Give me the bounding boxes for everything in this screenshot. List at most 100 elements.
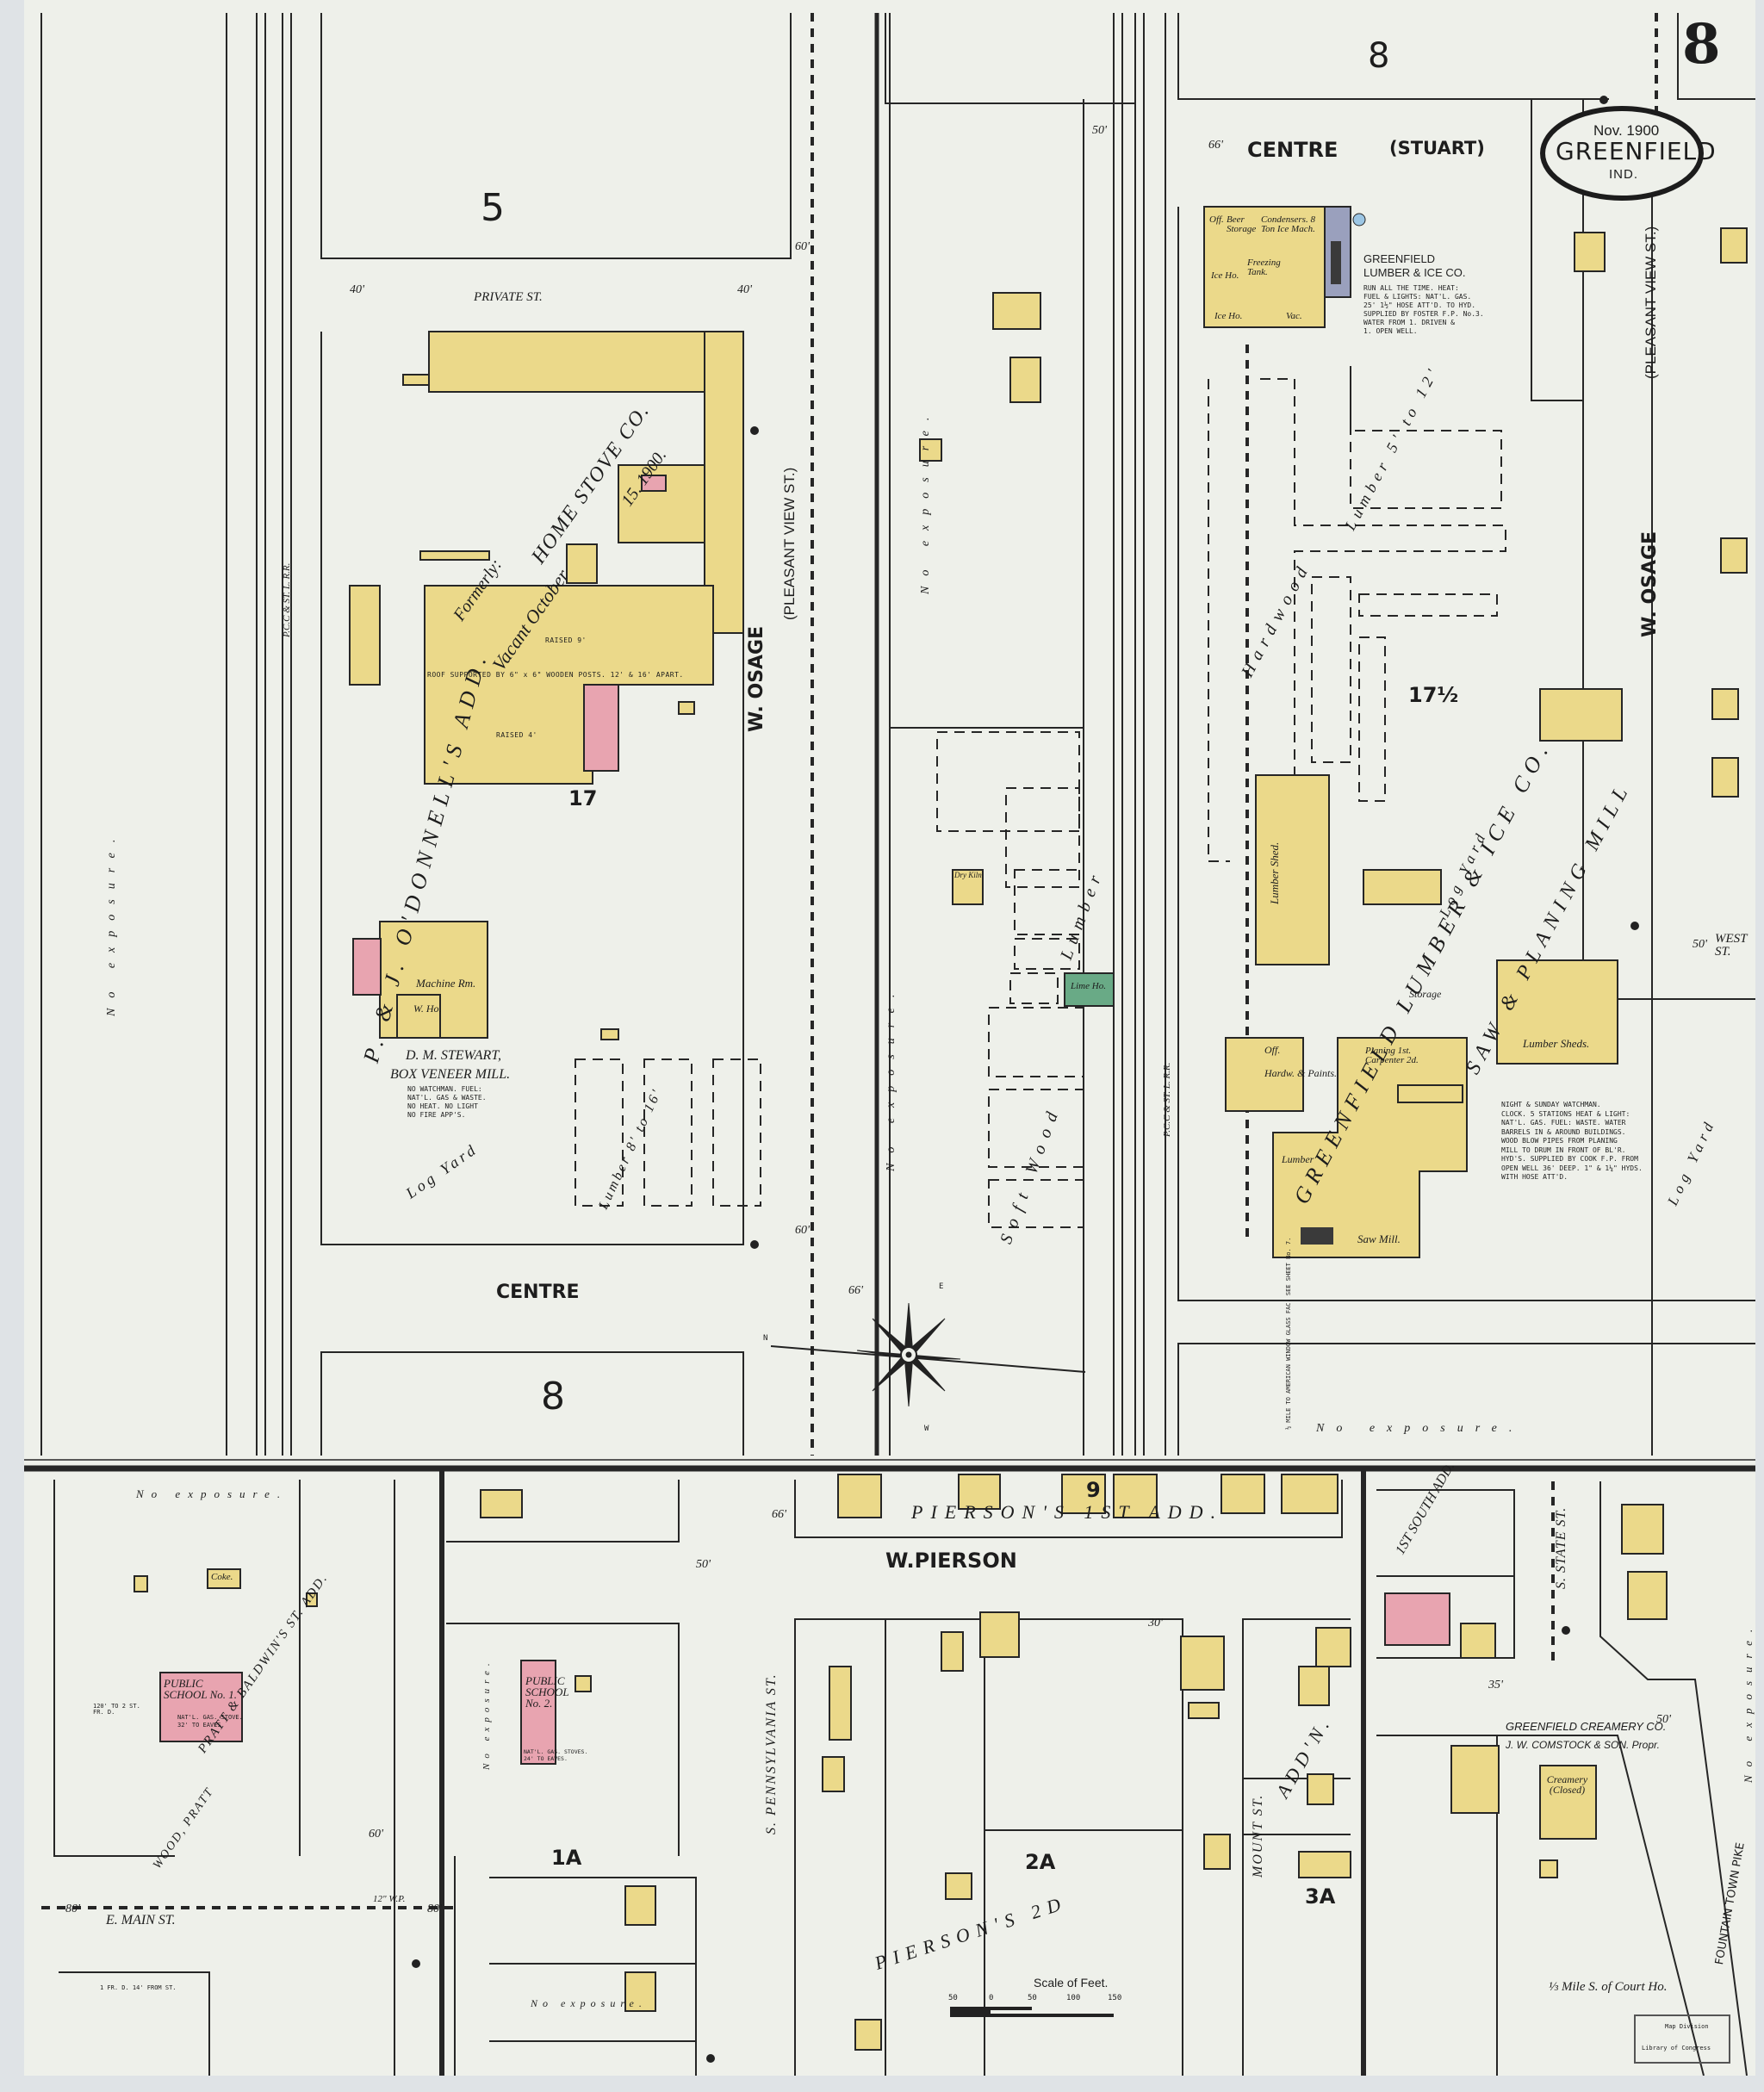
dim-50-state: 50': [1656, 1713, 1671, 1726]
no-exposure-1: No exposure.: [105, 829, 118, 1016]
street-stuart: (STUART): [1389, 138, 1485, 158]
dim-80-left: 80': [65, 1903, 80, 1915]
dim-30-mount: 30': [1148, 1617, 1163, 1630]
compass-w: W: [924, 1425, 929, 1433]
compass-rose: [770, 1302, 1086, 1407]
fr-d-note: 1 FR. D. 14' FROM ST.: [100, 1984, 177, 1991]
no-exposure-4: No exposure.: [1316, 1422, 1525, 1435]
street-pleasant-view-2: (PLEASANT VIEW ST.): [1643, 226, 1659, 379]
map-date: Nov. 1900: [1593, 122, 1660, 139]
home-stove-raised-2: RAISED 4': [496, 731, 537, 739]
school-2-name: PUBLIC SCHOOL No. 2.: [525, 1674, 569, 1710]
map-city-title: GREENFIELD: [1556, 137, 1717, 165]
dim-80-right: 80': [427, 1903, 442, 1915]
no-exposure-6: No exposure.: [1742, 1620, 1755, 1783]
block-9: 9: [1086, 1478, 1101, 1502]
scale-tick-150: 150: [1108, 1994, 1122, 2002]
lime-house-label: Lime Ho.: [1071, 981, 1106, 991]
dim-50-penn: 50': [696, 1558, 711, 1571]
street-pleasant-view-1: (PLEASANT VIEW ST.): [781, 467, 798, 620]
railroad-label-1: P.C.C & ST. L. R.R.: [282, 562, 292, 637]
creamery-name: GREENFIELD CREAMERY CO.: [1506, 1720, 1667, 1733]
street-private: PRIVATE ST.: [474, 290, 543, 304]
block-3a: 3A: [1305, 1884, 1336, 1909]
dim-50-west: 50': [1693, 938, 1707, 951]
scale-title: Scale of Feet.: [1034, 1976, 1109, 1990]
dim-60-osage: 60': [795, 240, 810, 253]
street-s-state: S. STATE ST.: [1554, 1506, 1568, 1589]
to-2st-note: 120' TO 2 ST. FR. D.: [93, 1703, 140, 1716]
lumber-ice-vac: Vac.: [1286, 311, 1302, 321]
stamp-line-2: Library of Congress: [1642, 2045, 1711, 2052]
creamery-owner: J. W. COMSTOCK & SON. Propr.: [1506, 1739, 1660, 1751]
saw-mill-lumber: Lumber: [1282, 1153, 1314, 1165]
lumber-ice-note: RUN ALL THE TIME. HEAT: FUEL & LIGHTS: N…: [1363, 284, 1484, 335]
stewart-name: D. M. STEWART,: [406, 1048, 502, 1063]
lumber-ice-name: GREENFIELD LUMBER & ICE CO.: [1363, 252, 1466, 279]
lumber-ice-freezing-tank: Freezing Tank.: [1247, 258, 1281, 277]
distance-court-house: ⅓ Mile S. of Court Ho.: [1549, 1980, 1668, 1994]
block-2a: 2A: [1025, 1850, 1056, 1874]
water-pipe-12: 12" W.P.: [373, 1894, 406, 1904]
dim-35-state: 35': [1488, 1679, 1503, 1692]
creamery-building: Creamery (Closed): [1546, 1773, 1588, 1796]
block-17: 17: [568, 786, 598, 810]
lumber-ice-ice-ho-2: Ice Ho.: [1214, 311, 1243, 321]
american-window-note: ½ MILE TO AMERICAN WINDOW GLASS FAC. SEE…: [1285, 1237, 1292, 1430]
saw-mill-off: Off.: [1264, 1044, 1281, 1056]
saw-mill-lumber-shed: Lumber Shed.: [1268, 841, 1281, 904]
no-exposure-5: No exposure.: [136, 1487, 289, 1500]
compass-e: E: [939, 1282, 944, 1291]
sheet-number: 8: [1682, 12, 1721, 77]
street-w-osage-1: W. OSAGE: [746, 625, 767, 732]
block-5: 5: [481, 186, 505, 230]
saw-mill-storage: Storage: [1409, 988, 1442, 1000]
map-state: IND.: [1609, 167, 1638, 182]
dry-kiln-label: Dry Kiln: [954, 871, 982, 879]
dim-60-bottom: 60': [795, 1224, 810, 1237]
school-2-note: NAT'L. GAS. STOVES. 24' TO EAVES.: [524, 1748, 588, 1762]
stewart-type: BOX VENEER MILL.: [390, 1067, 511, 1082]
no-exposure-3: No exposure.: [885, 984, 898, 1171]
home-stove-raised-1: RAISED 9': [545, 636, 587, 644]
no-exposure-8: No exposure.: [481, 1658, 492, 1770]
addition-piersons-1st: PIERSON'S 1ST ADD.: [911, 1501, 1224, 1523]
home-stove-roof-note: ROOF SUPPORTED BY 6" x 6" WOODEN POSTS. …: [427, 671, 684, 679]
map-sheet: Nov. 1900 GREENFIELD IND. 8 5 8 8 17 17½…: [24, 0, 1755, 2076]
lumber-ice-off: Off.: [1209, 214, 1224, 225]
school-1-note: NAT'L. GAS. STOVE. 32' TO EAVES.: [177, 1714, 243, 1729]
saw-mill-lumber-sheds: Lumber Sheds.: [1523, 1037, 1590, 1050]
railroad-label-2: P.C.C & ST. L. R.R.: [1162, 1062, 1172, 1137]
saw-mill-hardware: Hardw. & Paints.: [1264, 1067, 1338, 1079]
street-w-pierson: W.PIERSON: [885, 1549, 1017, 1573]
dim-40-right: 40': [737, 283, 752, 296]
stewart-note: NO WATCHMAN. FUEL: NAT'L. GAS & WASTE. N…: [407, 1085, 487, 1119]
dim-66-centre: 66': [1208, 139, 1223, 152]
street-s-pennsylvania: S. PENNSYLVANIA ST.: [764, 1673, 779, 1834]
saw-mill-planing: Planing 1st. Carpenter 2d.: [1365, 1046, 1419, 1065]
street-centre-mid: CENTRE: [496, 1282, 580, 1303]
dim-50-top: 50': [1092, 124, 1107, 137]
compass-n: N: [763, 1334, 768, 1343]
lumber-ice-ice-ho-1: Ice Ho.: [1211, 270, 1239, 281]
scale-tick-50: 50: [1028, 1994, 1037, 2002]
dim-66-pierson: 66': [772, 1508, 786, 1521]
stamp-line-1: Map Division: [1665, 2023, 1709, 2030]
map-linework: [24, 13, 1755, 2076]
school-1-name: PUBLIC SCHOOL No. 1.: [164, 1677, 238, 1701]
scale-tick-0: 0: [989, 1994, 994, 2002]
block-8-bottom: 8: [541, 1375, 565, 1418]
street-w-osage-2: W. OSAGE: [1639, 531, 1661, 637]
block-1a: 1A: [551, 1846, 582, 1870]
dim-60-main: 60': [369, 1828, 383, 1841]
block-17-half: 17½: [1408, 683, 1459, 707]
saw-mill-note: NIGHT & SUNDAY WATCHMAN. CLOCK. 5 STATIO…: [1501, 1101, 1643, 1181]
coke-shed-label: Coke.: [211, 1572, 233, 1582]
stewart-w-ho: W. Ho.: [413, 1003, 442, 1015]
street-centre-top: CENTRE: [1247, 138, 1339, 162]
scale-tick-50-left: 50: [948, 1994, 958, 2002]
no-exposure-2: No exposure.: [919, 407, 932, 594]
scale-tick-100: 100: [1066, 1994, 1081, 2002]
dim-40-left: 40': [350, 283, 364, 296]
street-mount: MOUNT ST.: [1251, 1793, 1265, 1878]
